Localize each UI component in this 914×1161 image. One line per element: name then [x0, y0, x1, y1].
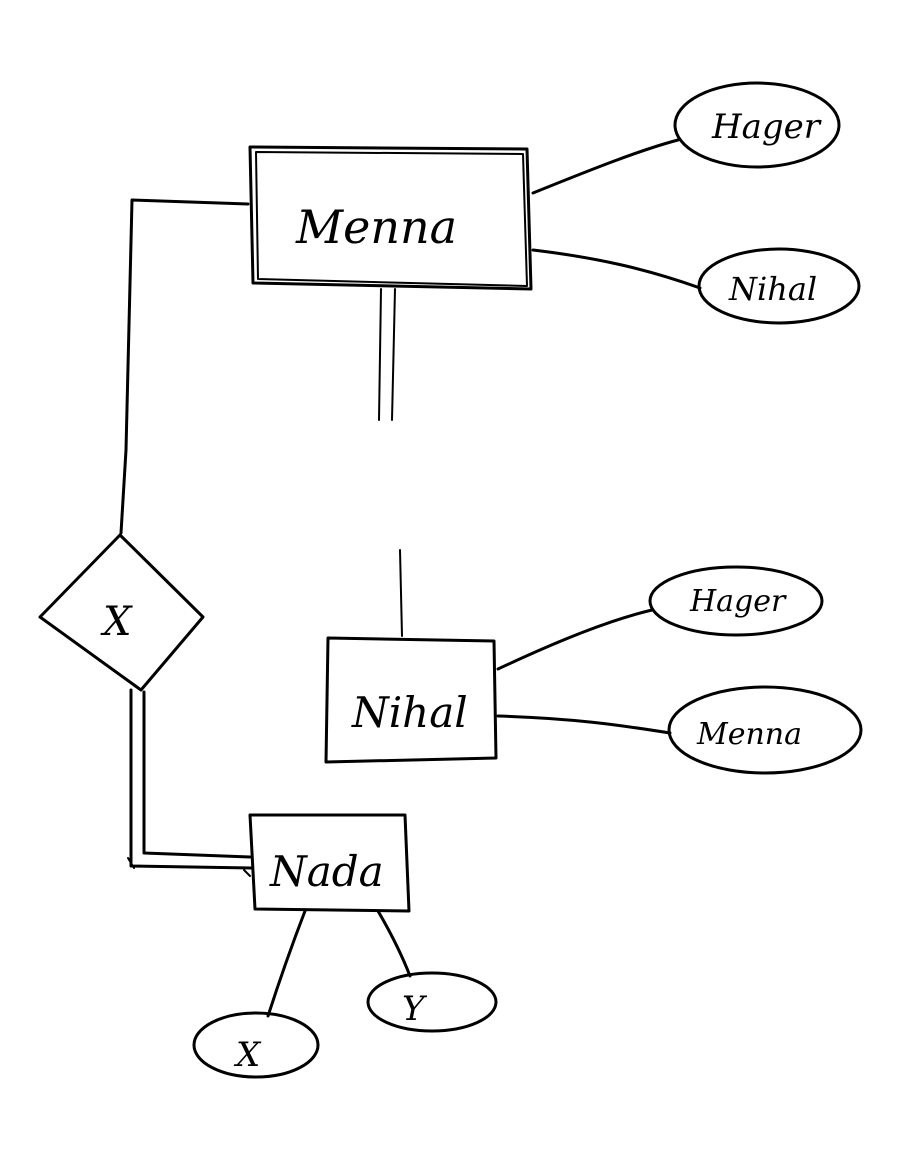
relationship-label: X: [100, 599, 133, 645]
relationship-diamond: X: [38, 533, 205, 692]
attribute-nihal-hager: Hager: [496, 565, 824, 671]
attribute-menna-nihal: Nihal: [531, 247, 861, 325]
attribute-nada-x-label: X: [233, 1035, 262, 1075]
attribute-menna-hager-label: Hager: [711, 107, 822, 147]
attribute-menna-hager: Hager: [531, 81, 841, 195]
attribute-nada-x: X: [192, 909, 320, 1079]
attribute-nihal-menna-label: Menna: [696, 717, 802, 752]
entity-menna: Menna: [248, 145, 533, 291]
entity-menna-label: Menna: [295, 200, 457, 254]
attribute-nihal-hager-label: Hager: [689, 584, 787, 619]
connector-menna-relationship: [119, 198, 250, 535]
connector-menna-nihal: [378, 288, 403, 637]
attribute-nada-y-label: Y: [402, 989, 428, 1029]
attribute-menna-nihal-label: Nihal: [728, 270, 817, 308]
connector-relationship-nada: [127, 688, 254, 877]
entity-nada: Nada: [248, 813, 411, 913]
entity-nada-label: Nada: [269, 847, 384, 896]
attribute-nihal-menna: Menna: [496, 685, 863, 775]
entity-nihal: Nihal: [324, 636, 498, 764]
entity-nihal-label: Nihal: [351, 688, 468, 737]
attribute-nada-y: Y: [366, 909, 498, 1033]
